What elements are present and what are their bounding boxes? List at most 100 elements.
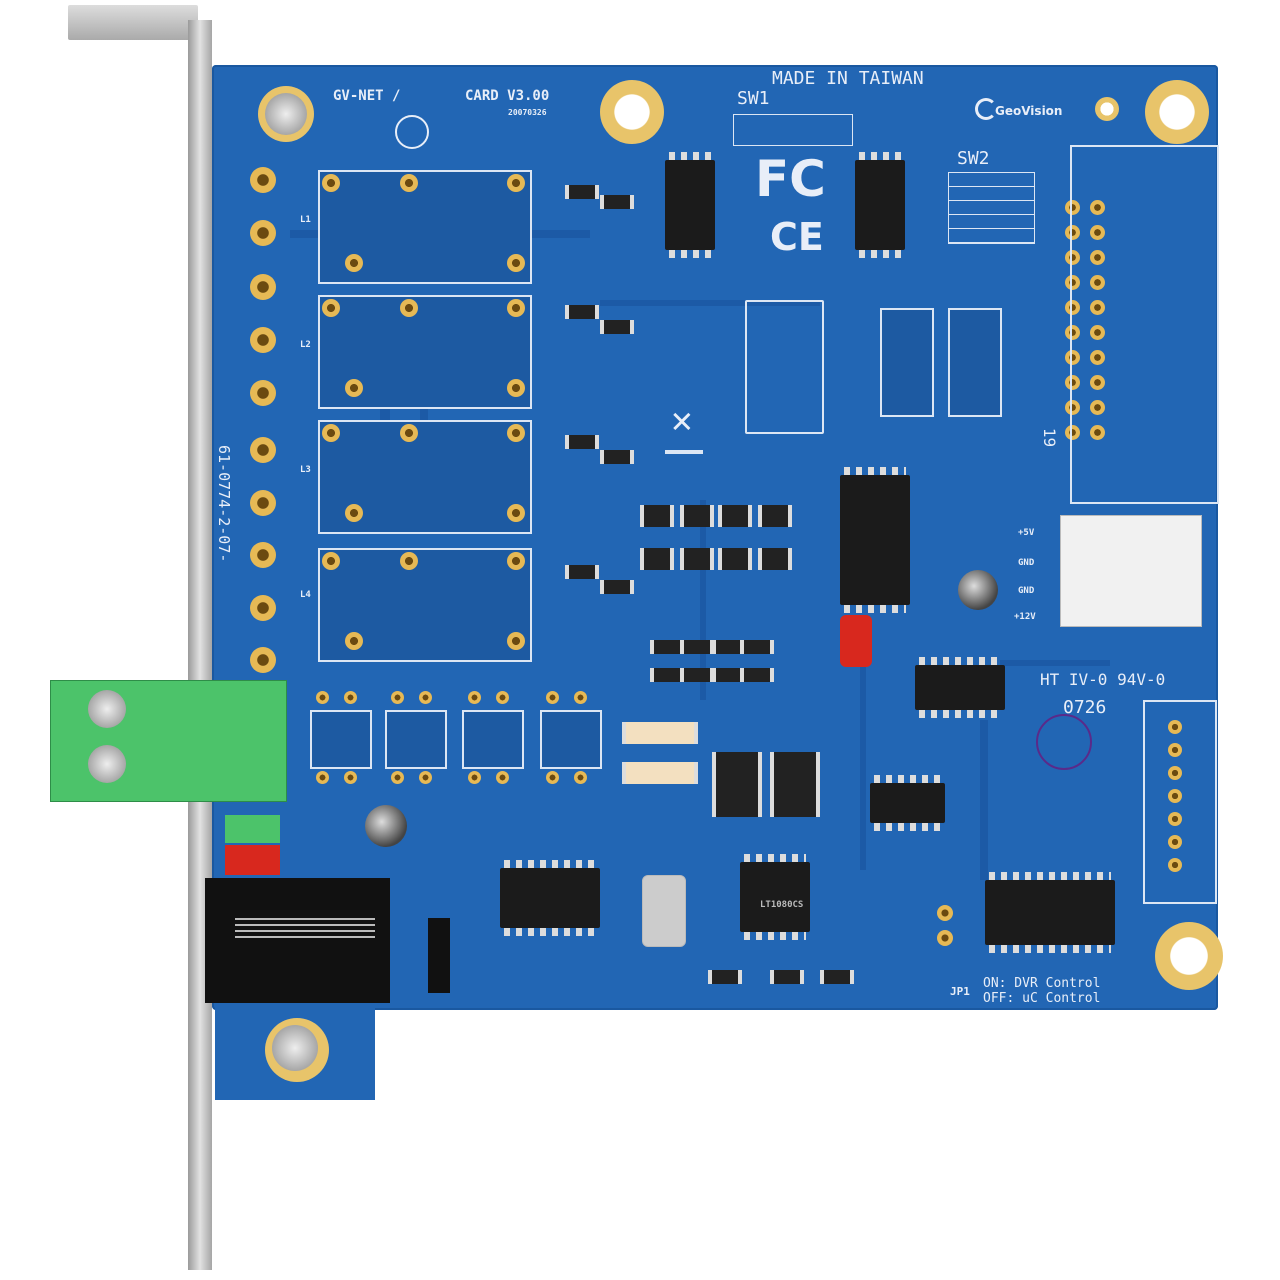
relay-pad xyxy=(400,174,418,192)
vertical-code: 61-0774-2-07- xyxy=(215,445,233,563)
opto-pad xyxy=(419,691,432,704)
opto-pad xyxy=(574,691,587,704)
pcb-trace xyxy=(1000,660,1110,666)
sw2-table xyxy=(948,172,1035,244)
terminal-screw-icon xyxy=(88,690,126,728)
opto-pad xyxy=(546,691,559,704)
led-green-indicator xyxy=(225,815,280,843)
ic-pins-top xyxy=(874,775,941,783)
j9-pad xyxy=(1090,225,1105,240)
smd-part xyxy=(680,668,714,682)
relay-pad xyxy=(400,299,418,317)
opto-outline xyxy=(385,710,447,769)
opto-outline xyxy=(540,710,602,769)
ic-u4 xyxy=(840,475,910,605)
j10-pad xyxy=(1168,743,1182,757)
relay-pad xyxy=(507,379,525,397)
pcb-trace xyxy=(700,500,706,700)
ul-stamp xyxy=(1036,714,1092,770)
relay-pad xyxy=(322,174,340,192)
smd-resistor xyxy=(622,722,698,744)
terminal-pad xyxy=(250,167,276,193)
j3-outline xyxy=(1070,145,1219,504)
smd-part xyxy=(820,970,854,984)
ic-u6 xyxy=(665,160,715,250)
screw-terminal xyxy=(50,680,287,802)
smd-rectifier xyxy=(712,752,762,817)
ic-pins-top xyxy=(919,657,1001,665)
relay-pad xyxy=(507,504,525,522)
terminal-pad xyxy=(250,542,276,568)
j10-pad xyxy=(1168,766,1182,780)
terminal-pad xyxy=(250,327,276,353)
smd-part xyxy=(600,580,634,594)
weee-icon: ✕ xyxy=(665,400,703,454)
j9-pad xyxy=(1090,400,1105,415)
jp1-label: JP1 xyxy=(950,985,970,998)
ic-u-right xyxy=(915,665,1005,710)
j10-pad xyxy=(1168,720,1182,734)
jp1-on-label: ON: DVR Control xyxy=(983,976,1101,991)
crystal xyxy=(642,875,686,947)
power-label-gnd1: GND xyxy=(1018,558,1035,568)
mounting-hole xyxy=(1145,80,1209,144)
ic-pins-top xyxy=(669,152,711,160)
smd-diode xyxy=(758,505,792,527)
opto-pad xyxy=(344,771,357,784)
ic-marking: LT1080CS xyxy=(760,900,804,910)
power-label-gnd2: GND xyxy=(1018,586,1035,596)
relay-pad xyxy=(345,379,363,397)
relay-pad xyxy=(507,174,525,192)
relay-pad xyxy=(322,424,340,442)
j9-pad xyxy=(1065,425,1080,440)
smd-diode xyxy=(640,505,674,527)
j10-outline xyxy=(1143,700,1217,904)
ic-pins-bottom xyxy=(844,605,906,613)
ic-pins-top xyxy=(844,467,906,475)
opto-pad xyxy=(344,691,357,704)
power-label-5v: +5V xyxy=(1018,528,1035,538)
pcb-trace xyxy=(600,300,820,306)
j10-pad xyxy=(1168,835,1182,849)
red-led xyxy=(840,615,872,667)
j9-pad xyxy=(1065,350,1080,365)
brand-icon xyxy=(975,98,997,120)
relay-pad xyxy=(507,254,525,272)
opto-pad xyxy=(496,771,509,784)
ic-pins-bottom xyxy=(874,823,941,831)
mounting-hole xyxy=(600,80,664,144)
opto-pad xyxy=(468,691,481,704)
j9-pad xyxy=(1065,200,1080,215)
ic-pins-bottom xyxy=(919,710,1001,718)
dip-1 xyxy=(880,308,934,417)
smd-diode xyxy=(718,505,752,527)
opto-pad xyxy=(574,771,587,784)
smd-part xyxy=(600,320,634,334)
ic-pins-bottom xyxy=(744,932,806,940)
opto-outline xyxy=(310,710,372,769)
opto-outline xyxy=(462,710,524,769)
j9-pad xyxy=(1090,250,1105,265)
bracket-flange xyxy=(68,5,198,40)
smd-part xyxy=(740,668,774,682)
screw-icon xyxy=(272,1025,318,1071)
bracket-plate xyxy=(188,20,212,1270)
j9-pad xyxy=(1065,225,1080,240)
jp1-pad xyxy=(937,930,953,946)
brand-logo: GeoVision xyxy=(995,104,1063,118)
j9-pad xyxy=(1090,325,1105,340)
ic-max232 xyxy=(500,868,600,928)
j9-pad xyxy=(1090,350,1105,365)
power-connector xyxy=(1060,515,1202,627)
relay-label-1: L1 xyxy=(300,215,311,225)
ic-pins-top xyxy=(504,860,596,868)
smd-rectifier xyxy=(770,752,820,817)
jumper-header xyxy=(428,918,450,993)
j9-pad xyxy=(1090,375,1105,390)
smd-diode xyxy=(758,548,792,570)
capacitor-cc2 xyxy=(365,805,407,847)
pb-free-icon xyxy=(395,115,429,149)
sw1-label: SW1 xyxy=(737,88,770,109)
j9-label: 19 xyxy=(1040,427,1060,448)
j9-pad xyxy=(1065,400,1080,415)
